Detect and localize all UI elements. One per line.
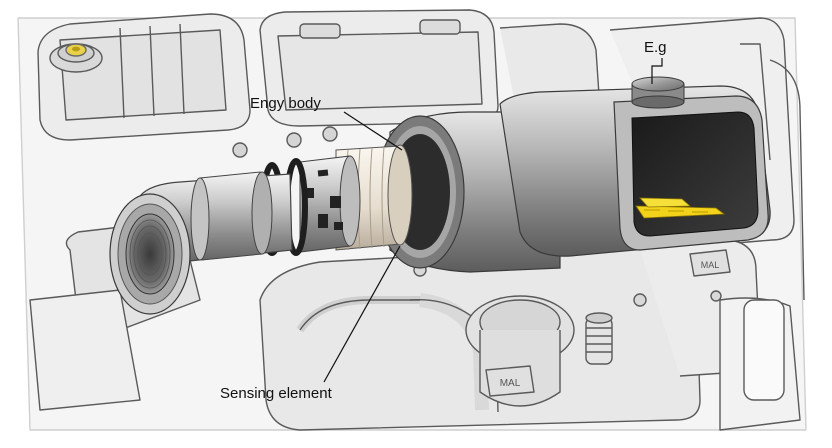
label-e-g: E.g [644,39,667,56]
reservoir-cap-icon [66,44,86,56]
engine-badge: MAL [690,250,730,276]
label-engy-body: Engy body [250,95,321,112]
threaded-collar [300,156,360,252]
label-sensing-element: Sensing element [220,385,333,402]
connector-housing [500,86,770,256]
ribbed-fitting-icon [586,313,612,364]
electrical-connector-icon [632,77,684,108]
engine-badge: MAL [486,366,534,396]
svg-text:MAL: MAL [500,378,521,389]
svg-text:MAL: MAL [701,260,720,270]
